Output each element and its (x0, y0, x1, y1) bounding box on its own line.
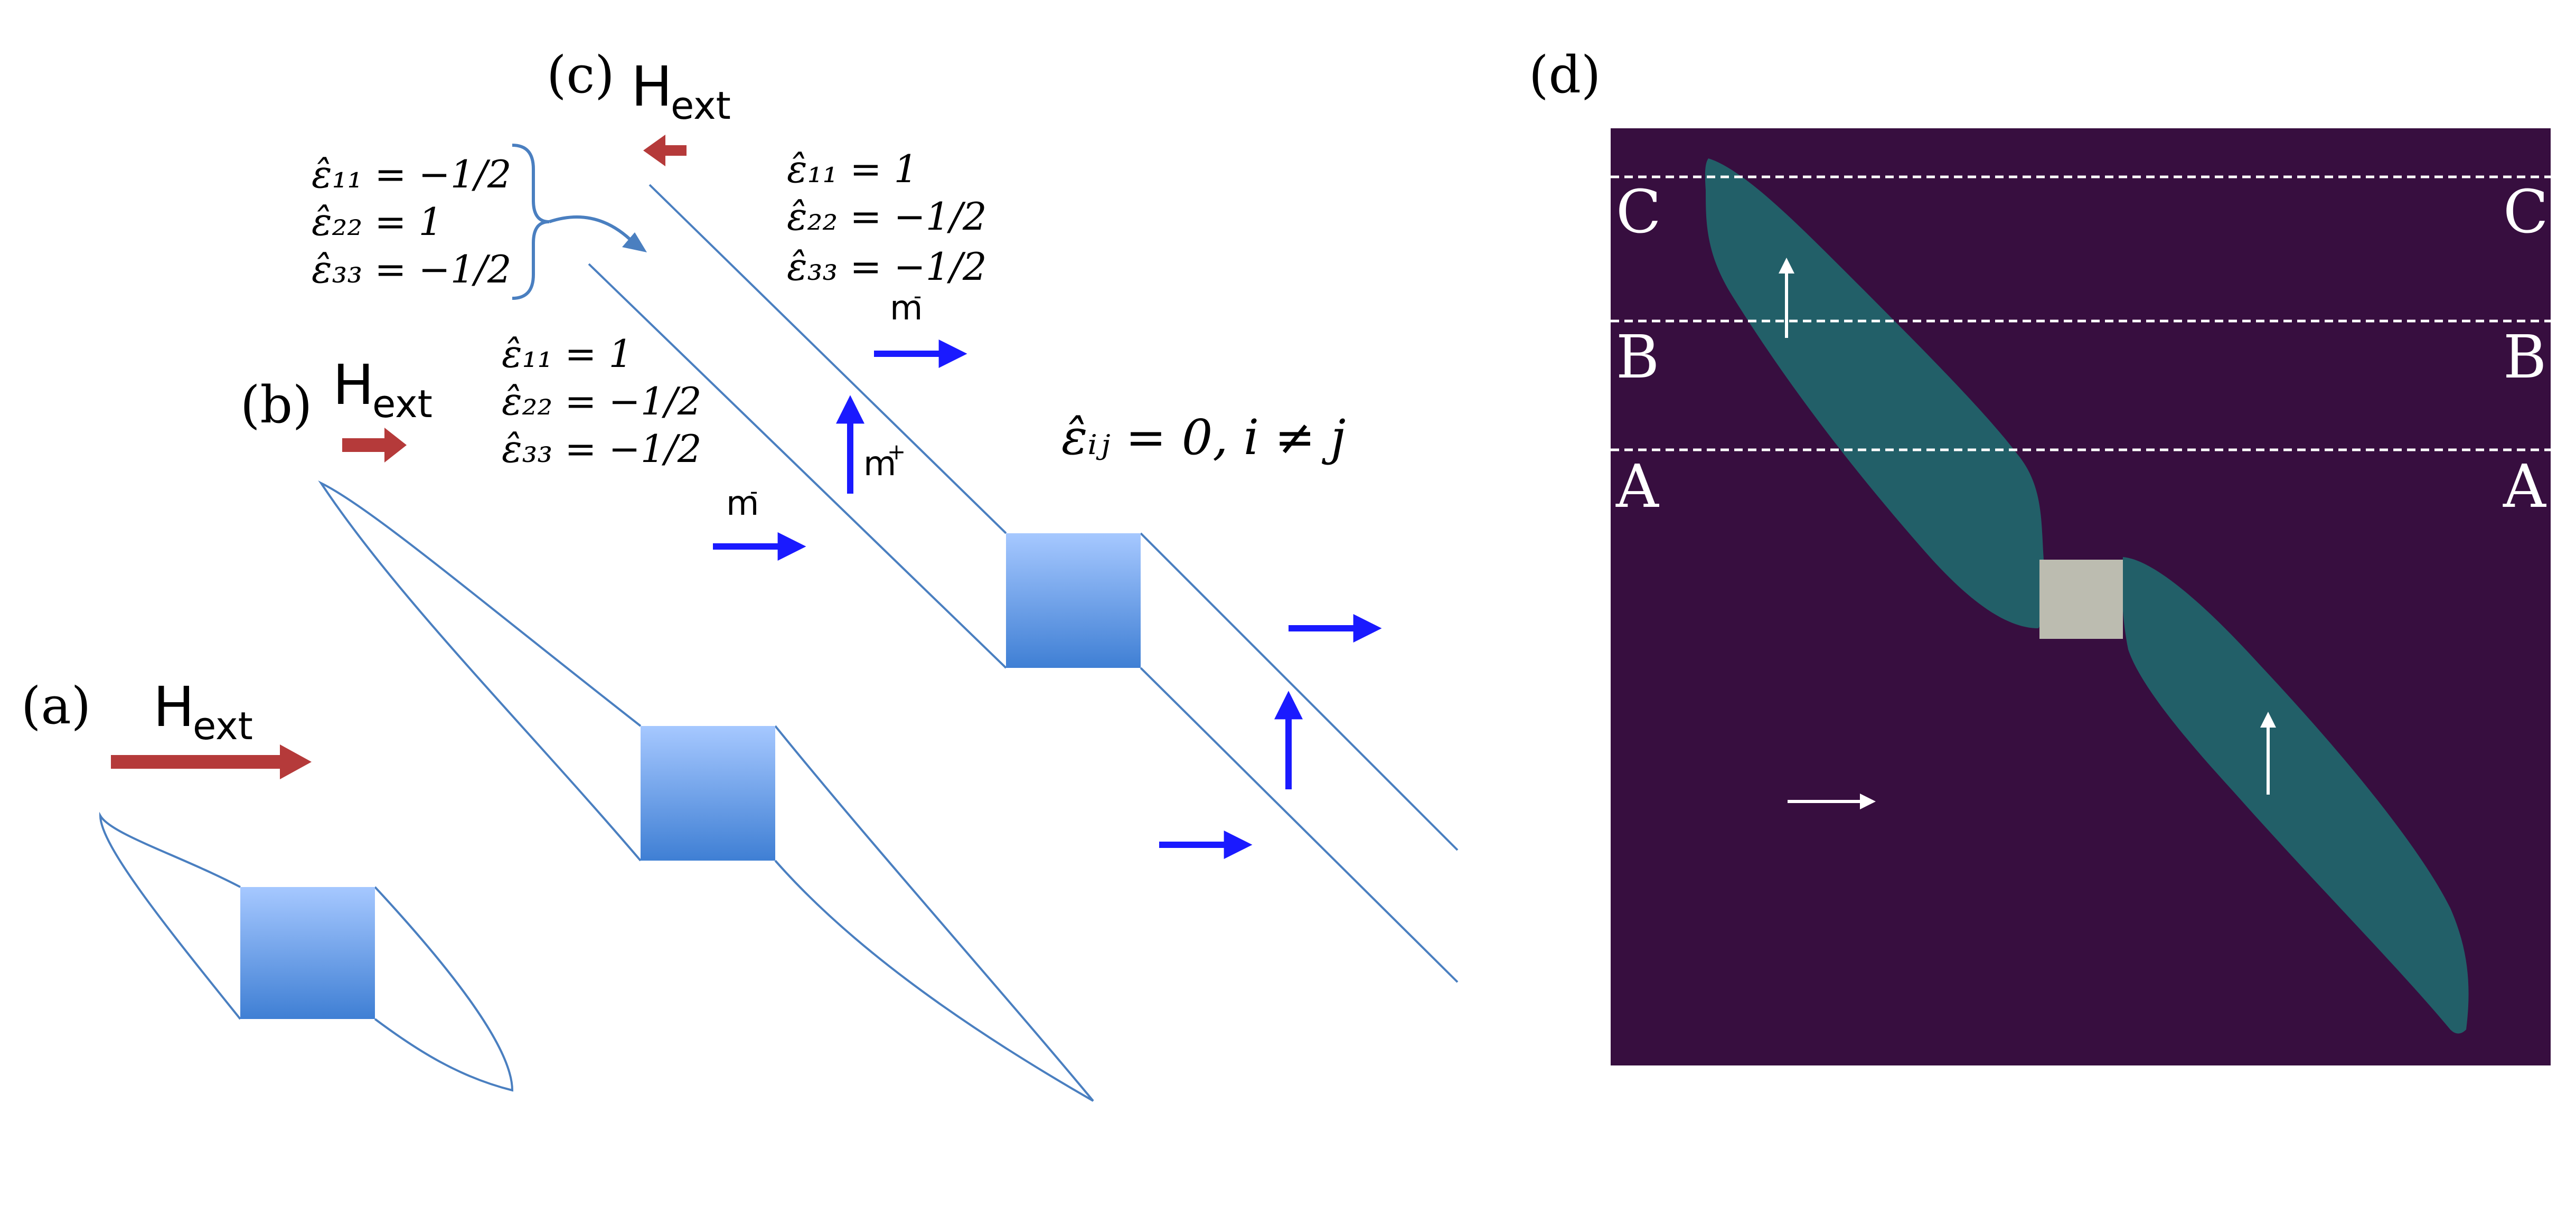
m-minus-label-2: m (890, 289, 923, 328)
panel-c-label: (c) (547, 45, 615, 105)
strain-right-e22: ε̂₂₂ = −1/2 (787, 194, 987, 239)
strain-c-e11: ε̂₁₁ = −1/2 (312, 152, 512, 196)
brace-pointer-head (622, 232, 647, 252)
panel-c: (c) H ext ε̂₁₁ = −1/2 ε̂₂₂ = 1 ε̂₃₃ = −1… (312, 45, 1459, 983)
strain-b: ε̂₁₁ = 1 ε̂₂₂ = −1/2 ε̂₃₃ = −1/2 (502, 332, 702, 471)
simulation-arrows (1779, 258, 2276, 809)
strain-brace (512, 144, 550, 300)
m-plus-label: m (863, 445, 896, 484)
strip-upper-line-2 (588, 263, 1007, 669)
strip-lower-line-1 (1140, 532, 1459, 851)
strain-right-e33: ε̂₃₃ = −1/2 (787, 244, 987, 289)
domain-upper-left (1705, 158, 2046, 628)
strip-lower-line-2 (1140, 667, 1459, 983)
strain-right: ε̂₁₁ = 1 ε̂₂₂ = −1/2 ε̂₃₃ = −1/2 (787, 147, 987, 289)
zone-dividers (1611, 175, 2551, 451)
field-arrow-b (342, 428, 407, 463)
hext-subscript: ext (671, 83, 731, 128)
strip-upper-line-1 (648, 184, 1007, 534)
hext-subscript: ext (193, 704, 253, 748)
brace-pointer-arrow (549, 215, 635, 244)
lens-outline-b (318, 480, 1094, 1102)
panel-b-label: (b) (240, 375, 312, 435)
piezo-square-d (2039, 560, 2123, 639)
lens-outline-a (99, 812, 514, 1092)
m-minus-sup-2: - (914, 283, 922, 309)
hext-symbol: H (153, 675, 194, 739)
hext-label-a: H ext (153, 675, 253, 748)
strain-c: ε̂₁₁ = −1/2 ε̂₂₂ = 1 ε̂₃₃ = −1/2 (312, 152, 512, 291)
piezo-square-b (641, 726, 775, 861)
strain-c-e22: ε̂₂₂ = 1 (312, 200, 443, 244)
zone-label-a-right: A (2503, 452, 2546, 521)
m-minus-sup-1: - (750, 478, 758, 504)
m-plus-sup: + (887, 439, 906, 465)
panel-d-label: (d) (1529, 45, 1601, 105)
strain-b-e33: ε̂₃₃ = −1/2 (502, 427, 702, 471)
piezo-square-c (1006, 533, 1141, 668)
panel-a: (a) H ext (21, 675, 514, 1092)
hext-label-b: H ext (333, 353, 433, 426)
magnetization-arrows (713, 339, 1382, 859)
hext-symbol: H (333, 353, 374, 417)
hext-symbol: H (631, 54, 672, 119)
field-arrow-c (643, 135, 687, 166)
panel-d: (d) C C B B A A (1529, 45, 2551, 1065)
field-arrow-a (111, 744, 312, 779)
offdiag-strain: ε̂ᵢⱼ = 0, i ≠ j (1061, 409, 1346, 466)
m-minus-label-1: m (726, 484, 759, 523)
hext-subscript: ext (372, 382, 433, 426)
piezo-square-a (240, 887, 375, 1019)
strain-right-e11: ε̂₁₁ = 1 (787, 147, 918, 191)
strain-b-e11: ε̂₁₁ = 1 (502, 332, 633, 376)
m-labels: m - m + m - (726, 283, 923, 523)
strain-b-e22: ε̂₂₂ = −1/2 (502, 379, 702, 423)
zone-labels: C C B B A A (1615, 178, 2549, 521)
zone-label-a-left: A (1615, 452, 1659, 521)
zone-label-c-left: C (1616, 178, 1661, 247)
zone-label-b-left: B (1616, 323, 1659, 392)
hext-label-c: H ext (631, 54, 731, 128)
strain-c-e33: ε̂₃₃ = −1/2 (312, 247, 512, 291)
zone-label-b-right: B (2503, 323, 2546, 392)
domain-lower-right (2122, 557, 2469, 1034)
panel-b: (b) H ext ε̂₁₁ = 1 ε̂₂₂ = −1/2 ε̂₃₃ = −1… (240, 332, 1094, 1102)
panel-a-label: (a) (21, 676, 91, 735)
zone-label-c-right: C (2503, 178, 2549, 247)
